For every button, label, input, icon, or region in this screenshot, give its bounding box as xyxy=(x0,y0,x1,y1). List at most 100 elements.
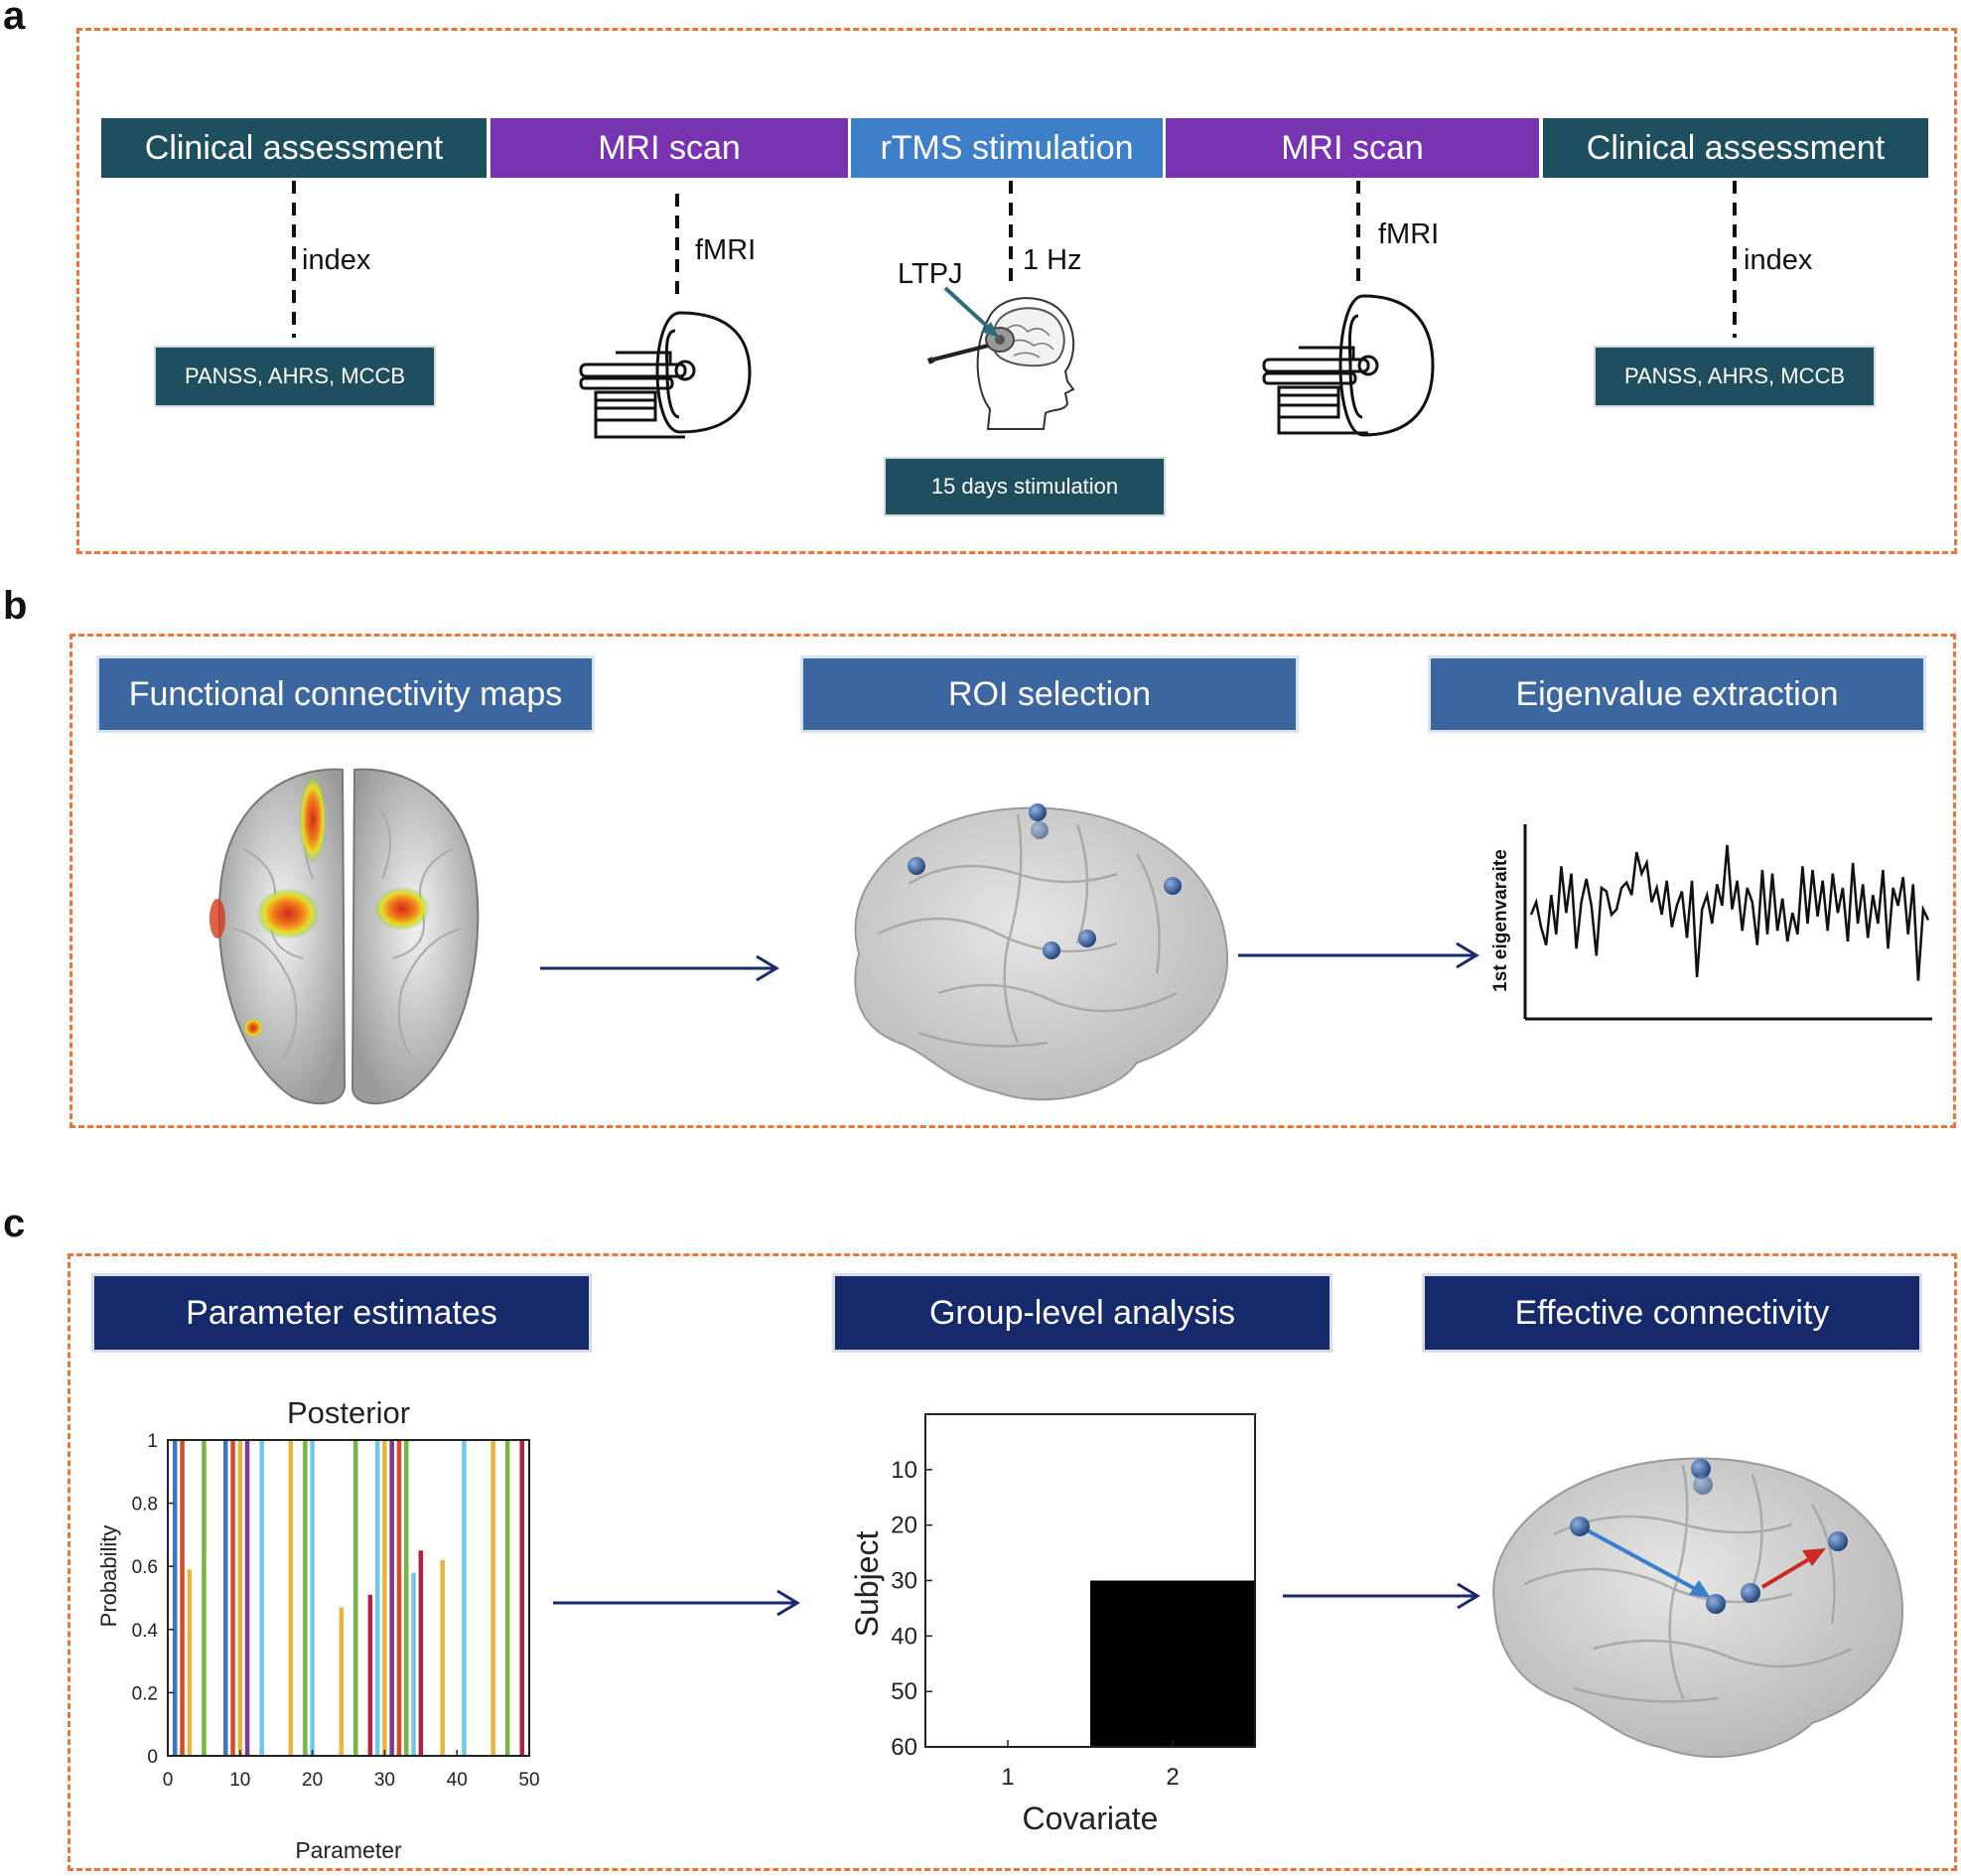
phase-rtms-stimulation: rTMS stimulation xyxy=(851,118,1163,178)
effective-connectivity-brain xyxy=(1492,1457,1904,1759)
design-ytick-10: 10 xyxy=(891,1457,917,1484)
label-fmri-left: fMRI xyxy=(695,234,757,266)
posterior-title: Posterior xyxy=(287,1395,410,1430)
design-ytick-40: 40 xyxy=(891,1623,917,1650)
posterior-xtick-10: 10 xyxy=(229,1770,250,1791)
effective-edge-red xyxy=(1760,1554,1816,1589)
posterior-bar-26 xyxy=(353,1440,358,1756)
roi-node-6 xyxy=(1043,941,1060,959)
posterior-bar-1 xyxy=(173,1440,178,1756)
posterior-bar-33 xyxy=(404,1440,409,1756)
posterior-x-label: Parameter xyxy=(295,1837,402,1863)
posterior-bar-31 xyxy=(389,1440,394,1756)
header-effective-connectivity: Effective connectivity xyxy=(1422,1273,1922,1353)
posterior-bar-38 xyxy=(440,1559,445,1756)
posterior-bar-49 xyxy=(519,1440,524,1756)
label-fmri-right: fMRI xyxy=(1378,218,1440,250)
design-cell-3 xyxy=(1090,1580,1255,1747)
posterior-bar-8 xyxy=(223,1440,228,1756)
roi-node-3 xyxy=(908,857,925,875)
panel-letter-b: b xyxy=(3,584,28,628)
posterior-xtick-50: 50 xyxy=(518,1770,539,1791)
header-roi-selection: ROI selection xyxy=(800,655,1299,733)
posterior-bar-17 xyxy=(288,1440,293,1756)
arrow-fc-to-roi xyxy=(540,954,779,982)
label-1hz: 1 Hz xyxy=(1023,244,1082,276)
posterior-bar-3 xyxy=(187,1569,193,1756)
header-parameter-estimates: Parameter estimates xyxy=(91,1273,592,1353)
posterior-bar-20 xyxy=(310,1440,315,1756)
posterior-bar-29 xyxy=(374,1440,380,1756)
posterior-bar-32 xyxy=(396,1440,402,1756)
ec-node-2 xyxy=(1693,1475,1713,1495)
assessment-box-pre: PANSS, AHRS, MCCB xyxy=(154,346,436,407)
roi-node-4 xyxy=(1164,877,1182,895)
posterior-y-label: Probability xyxy=(96,1525,121,1628)
design-ytick-30: 30 xyxy=(891,1568,917,1595)
ec-node-4 xyxy=(1828,1531,1848,1551)
posterior-bar-35 xyxy=(418,1550,424,1756)
phase-clinical-assessment-post: Clinical assessment xyxy=(1543,118,1928,178)
posterior-bar-11 xyxy=(244,1440,250,1756)
posterior-bar-13 xyxy=(259,1440,264,1756)
design-ytick-50: 50 xyxy=(891,1678,917,1705)
arrow-param-to-group xyxy=(553,1589,800,1617)
design-cell-1 xyxy=(925,1414,1090,1747)
design-y-label: Subject xyxy=(849,1531,885,1638)
functional-connectivity-brain xyxy=(210,768,480,1105)
header-eigenvalue-extraction: Eigenvalue extraction xyxy=(1428,655,1926,733)
arrow-roi-to-eigen xyxy=(1238,941,1479,969)
posterior-ytick-0.8: 0.8 xyxy=(132,1495,158,1515)
design-ytick-20: 20 xyxy=(891,1513,917,1539)
eigenvariate-chart: 1st eigenvaraite xyxy=(1490,824,1932,1021)
eigenvariate-series-line xyxy=(1529,844,1930,981)
phase-mri-scan-post: MRI scan xyxy=(1166,118,1539,178)
label-ltpj: LTPJ xyxy=(898,258,963,290)
rtms-head-icon xyxy=(926,297,1075,430)
phase-clinical-assessment-pre: Clinical assessment xyxy=(101,118,487,178)
panel-c-frame xyxy=(68,1253,1957,1871)
posterior-bar-47 xyxy=(504,1440,510,1756)
posterior-bar-28 xyxy=(367,1594,373,1756)
arrow-group-to-effective xyxy=(1283,1582,1480,1610)
posterior-bar-9 xyxy=(230,1440,235,1756)
posterior-plot-frame xyxy=(167,1439,530,1757)
effective-edge-blue xyxy=(1581,1525,1702,1594)
roi-node-1 xyxy=(1029,803,1047,821)
posterior-bar-2 xyxy=(180,1440,185,1756)
roi-brain xyxy=(854,803,1229,1101)
posterior-ytick-0.6: 0.6 xyxy=(132,1557,158,1578)
design-ytick-60: 60 xyxy=(891,1734,917,1761)
ec-node-1 xyxy=(1691,1459,1711,1479)
ltpj-arrow xyxy=(943,286,999,338)
panel-a-frame xyxy=(76,28,1957,554)
design-matrix-chart: 1 2 10 20 30 40 50 60 Subject Covariate xyxy=(849,1413,1256,1836)
label-index-left: index xyxy=(302,244,371,276)
mri-scanner-icon-right xyxy=(1262,294,1435,437)
posterior-ytick-0.2: 0.2 xyxy=(132,1683,158,1704)
design-xtick-1: 1 xyxy=(1001,1764,1014,1791)
panel-b-frame xyxy=(70,634,1956,1128)
posterior-ytick-0.4: 0.4 xyxy=(132,1621,159,1642)
panel-letter-c: c xyxy=(3,1202,26,1245)
posterior-xtick-0: 0 xyxy=(163,1770,174,1791)
stimulation-duration-box: 15 days stimulation xyxy=(884,457,1166,516)
design-x-label: Covariate xyxy=(1023,1801,1159,1836)
posterior-ytick-0: 0 xyxy=(147,1747,158,1768)
ec-node-5 xyxy=(1741,1583,1760,1603)
posterior-bar-5 xyxy=(202,1440,207,1756)
design-xtick-2: 2 xyxy=(1166,1764,1179,1791)
label-index-right: index xyxy=(1744,244,1813,276)
design-cell-2 xyxy=(1090,1414,1255,1581)
phase-mri-scan-pre: MRI scan xyxy=(490,118,848,178)
mri-scanner-icon-left xyxy=(579,311,752,439)
panel-a-connectors xyxy=(292,181,1737,338)
assessment-box-post: PANSS, AHRS, MCCB xyxy=(1594,346,1876,407)
posterior-ytick-1: 1 xyxy=(147,1431,158,1452)
posterior-xtick-30: 30 xyxy=(374,1770,395,1791)
posterior-xtick-20: 20 xyxy=(302,1770,323,1791)
posterior-bar-45 xyxy=(490,1440,495,1756)
posterior-bar-41 xyxy=(462,1440,467,1756)
ec-node-6 xyxy=(1706,1594,1726,1614)
eigenvariate-y-label: 1st eigenvaraite xyxy=(1490,849,1511,992)
